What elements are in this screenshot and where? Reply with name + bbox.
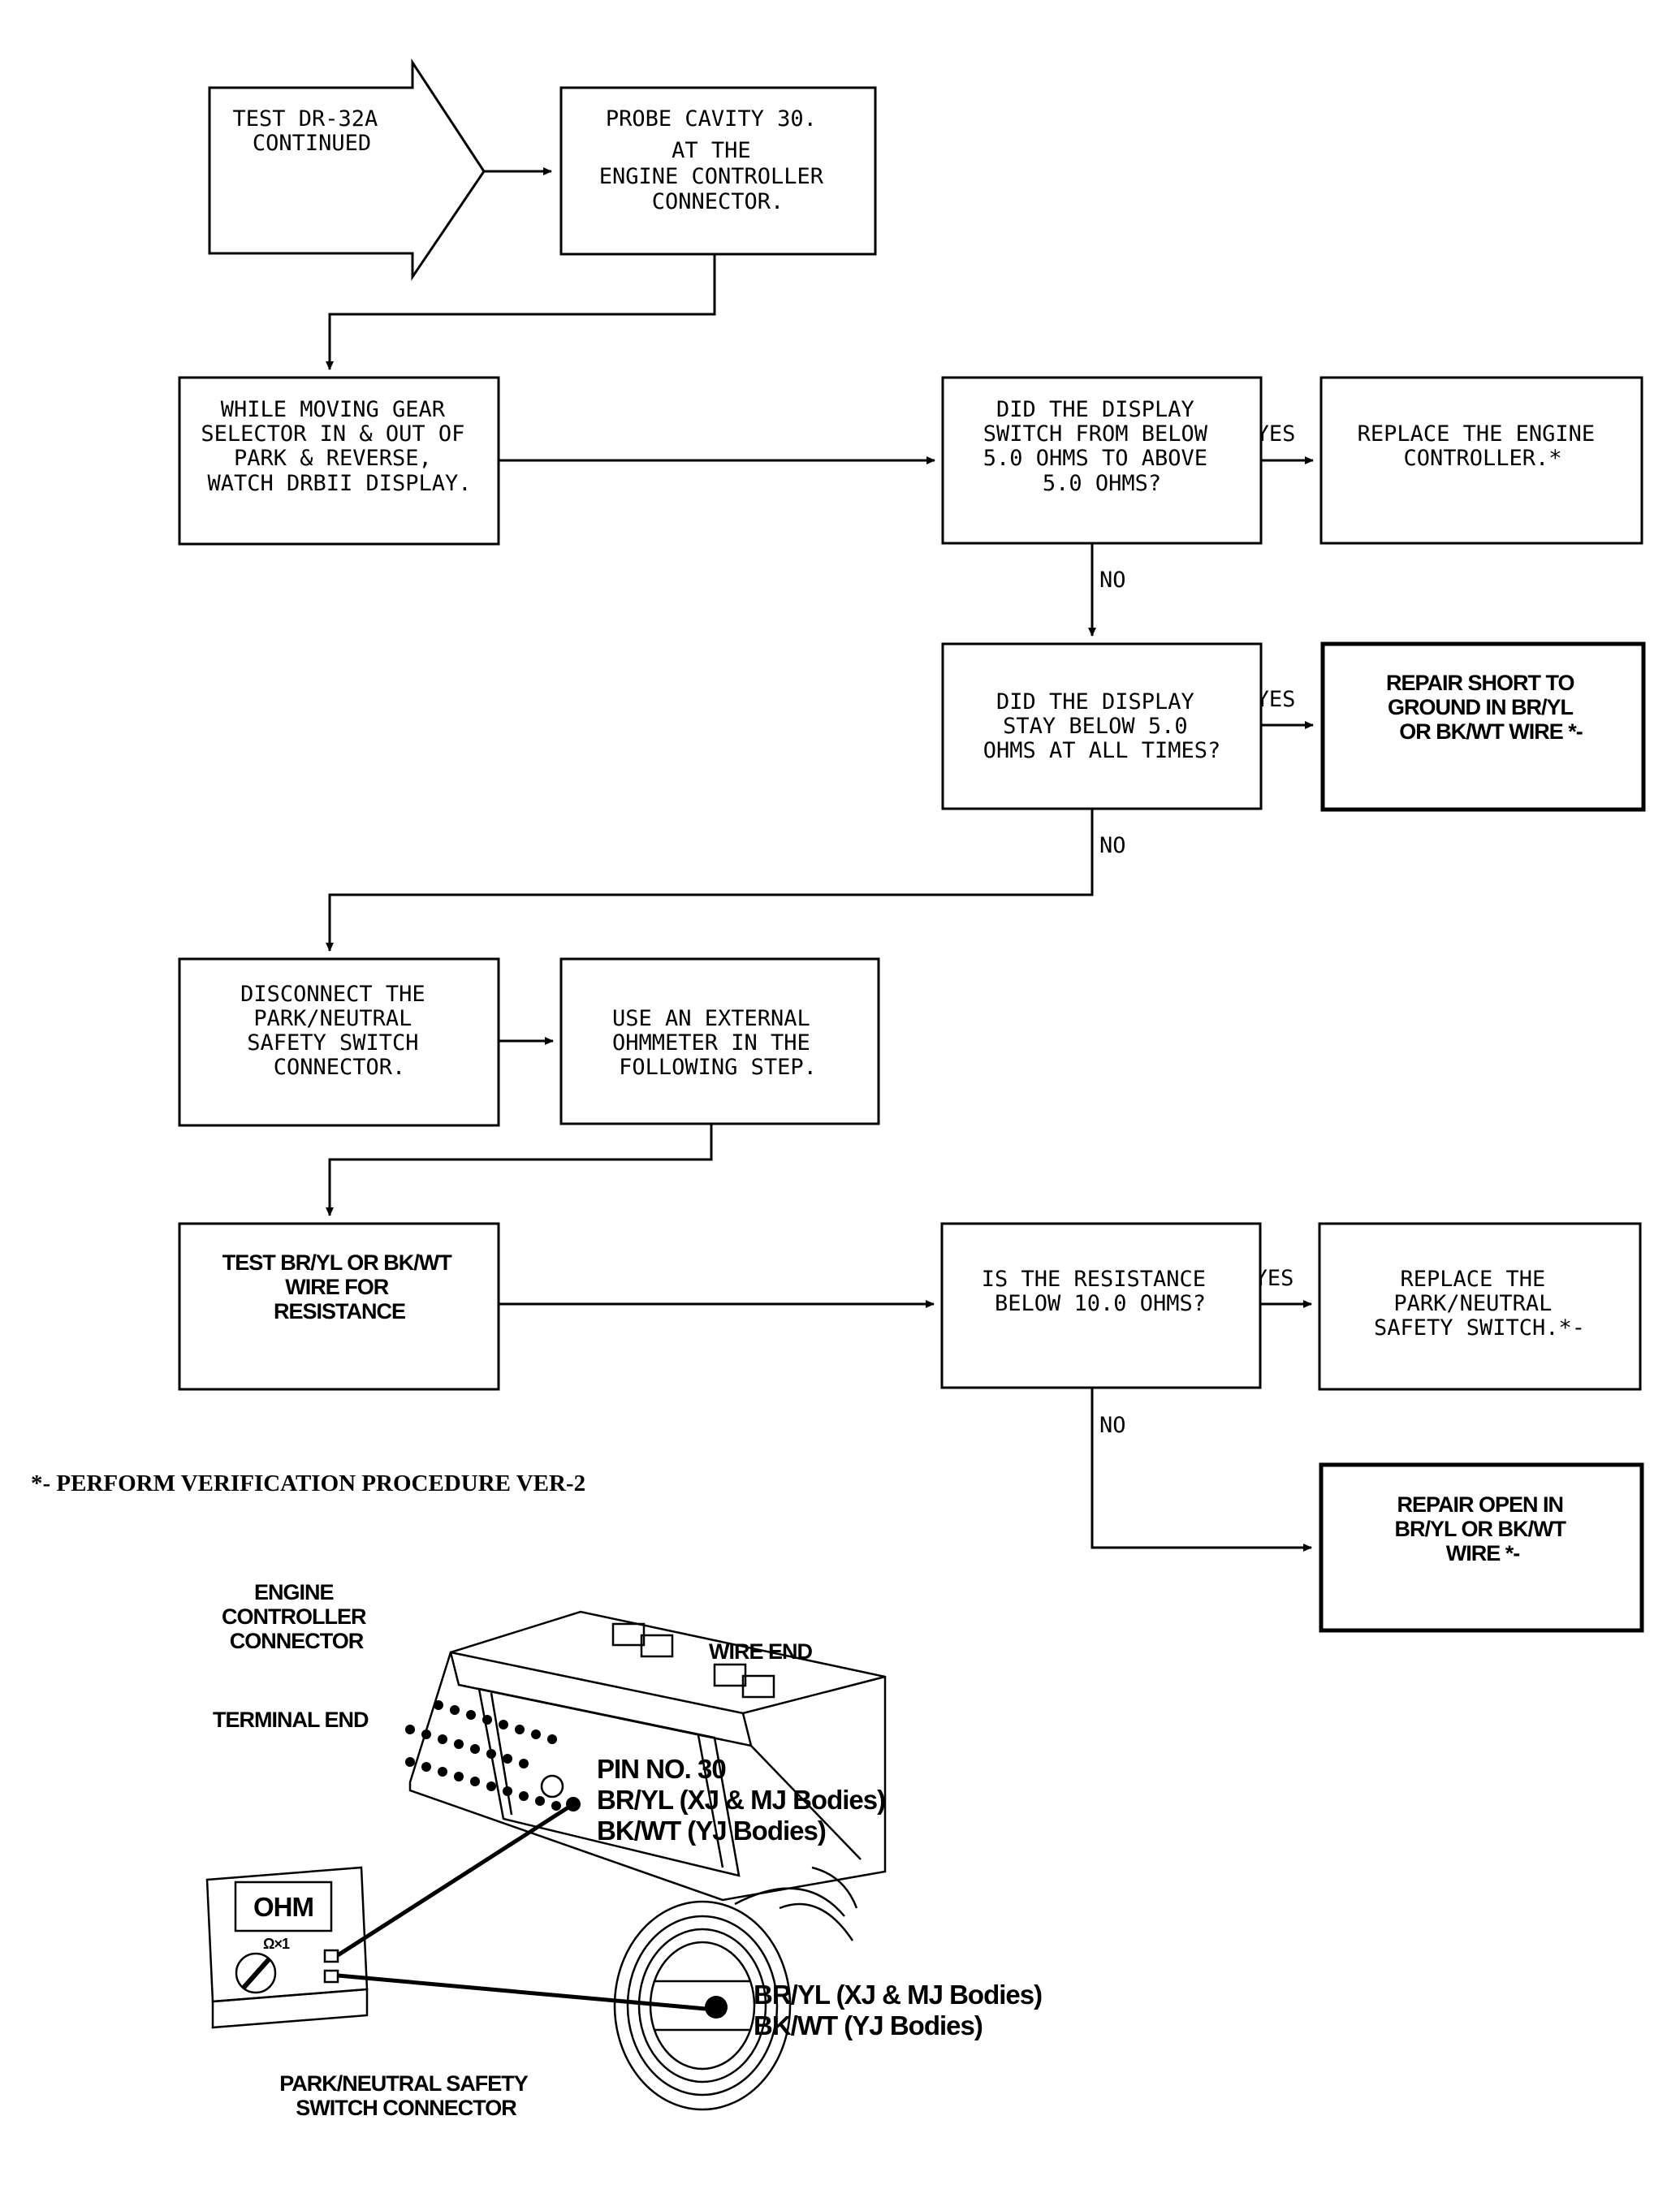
range-selector-knob [235,1952,277,1994]
svg-text:REPLACE THE ENGINE CONTR: REPLACE THE ENGINE CONTROLLER.* [1358,421,1609,471]
start-arrow: TEST DR-32A CONTINUED [208,58,486,281]
probe-lead-to-switch [337,1973,715,2012]
result-replace-switch: REPLACE THE PARK/NEUTRAL SAFETY SWITCH.*… [1318,1222,1642,1391]
yes-label-1: YES [1256,421,1296,447]
result-replace-controller: REPLACE THE ENGINE CONTROLLER.* [1319,376,1643,545]
connector-lines [326,167,1314,1552]
switch-wire-label: BR/YL (XJ & MJ Bodies) BK/WT (YJ Bodies) [754,1980,1048,2040]
svg-text:IS THE RESISTANCE BELOW: IS THE RESISTANCE BELOW 10.0 OHMS? [982,1267,1220,1316]
switch-connector-label: PARK/NEUTRAL SAFETY SWITCH CONNECTOR [279,2071,533,2120]
probe-lead-to-pin [336,1802,575,1958]
svg-text:DISCONNECT THE PARK/NEUT: DISCONNECT THE PARK/NEUTRAL SAFETY SWITC… [240,982,438,1080]
svg-text:PROBE CAVITY 30. AT THE: PROBE CAVITY 30. AT THE ENGINE CONTROLLE… [599,106,837,214]
engine-connector-label: ENGINE CONTROLLER CONNECTOR [222,1580,371,1653]
svg-text:WHILE MOVING GEAR SELECT: WHILE MOVING GEAR SELECTOR IN & OUT OF P… [201,397,477,496]
start-arrow-text: TEST DR-32A CONTINUED [232,106,391,156]
step-disconnect: DISCONNECT THE PARK/NEUTRAL SAFETY SWITC… [178,957,500,1127]
no-label-2: NO [1099,833,1126,858]
no-label-3: NO [1099,1413,1126,1438]
meter-jack-2 [323,1969,339,1984]
step-probe-cavity: PROBE CAVITY 30. AT THE ENGINE CONTROLLE… [559,86,877,256]
decision-resistance: IS THE RESISTANCE BELOW 10.0 OHMS? [940,1222,1262,1389]
step-while-moving: WHILE MOVING GEAR SELECTOR IN & OUT OF P… [178,376,500,546]
svg-text:REPAIR OPEN IN BR/YL OR: REPAIR OPEN IN BR/YL OR BK/WT WIRE *- [1394,1492,1570,1565]
step-use-ohmmeter: USE AN EXTERNAL OHMMETER IN THE FOLLOWIN… [559,957,880,1125]
arrow-probe-to-while-moving [326,254,716,370]
pin-30-label: PIN NO. 30 BR/YL (XJ & MJ Bodies) BK/WT … [597,1754,892,1846]
result-repair-open: REPAIR OPEN IN BR/YL OR BK/WT WIRE *- [1319,1462,1644,1633]
ohmmeter: OHM Ω×1 [205,1866,369,2029]
decision-stay-below: DID THE DISPLAY STAY BELOW 5.0 OHMS AT A… [941,642,1263,810]
yes-label-2: YES [1256,687,1296,712]
terminal-end-label: TERMINAL END [213,1708,369,1732]
svg-text:USE AN EXTERNAL OHMMETER: USE AN EXTERNAL OHMMETER IN THE FOLLOWIN… [612,1006,823,1080]
svg-text:REPLACE THE PARK/NEUTRAL: REPLACE THE PARK/NEUTRAL SAFETY SWITCH.*… [1374,1267,1585,1341]
engine-controller-connector [408,1610,887,1902]
arrow-no-repair-open [1090,1388,1312,1552]
meter-jack-1 [323,1949,339,1963]
ohmmeter-range: Ω×1 [263,1936,290,1952]
result-repair-short: REPAIR SHORT TO GROUND IN BR/YL OR BK/WT… [1320,641,1646,812]
ohmmeter-display [234,1881,333,1932]
terminal-pins [405,1700,561,1811]
arrow-no-disconnect [326,809,1094,952]
arrow-ohmmeter-to-test-wire [326,1124,713,1216]
connector-illustration: OHM Ω×1 ENGINE CONTROLLER CONN [205,1580,1048,2120]
svg-text:DID THE DISPLAY STAY BEL: DID THE DISPLAY STAY BELOW 5.0 OHMS AT A… [983,689,1221,763]
safety-switch-connector [613,1866,858,2111]
decision-display-switch: DID THE DISPLAY SWITCH FROM BELOW 5.0 OH… [941,376,1263,545]
svg-text:TEST BR/YL OR BK/WT WIRE: TEST BR/YL OR BK/WT WIRE FOR RESISTANCE [222,1250,457,1324]
svg-text:DID THE DISPLAY SWITCH F: DID THE DISPLAY SWITCH FROM BELOW 5.0 OH… [983,397,1221,496]
svg-text:REPAIR SHORT TO GROUND I: REPAIR SHORT TO GROUND IN BR/YL OR BK/WT… [1386,671,1583,744]
connector-latch-hole [540,1774,564,1799]
footnote: *- PERFORM VERIFICATION PROCEDURE VER-2 [31,1470,585,1496]
ohmmeter-display-text: OHM [253,1892,313,1922]
no-label-1: NO [1099,568,1126,593]
step-test-wire: TEST BR/YL OR BK/WT WIRE FOR RESISTANCE [178,1222,500,1391]
wire-end-label: WIRE END [709,1639,813,1664]
